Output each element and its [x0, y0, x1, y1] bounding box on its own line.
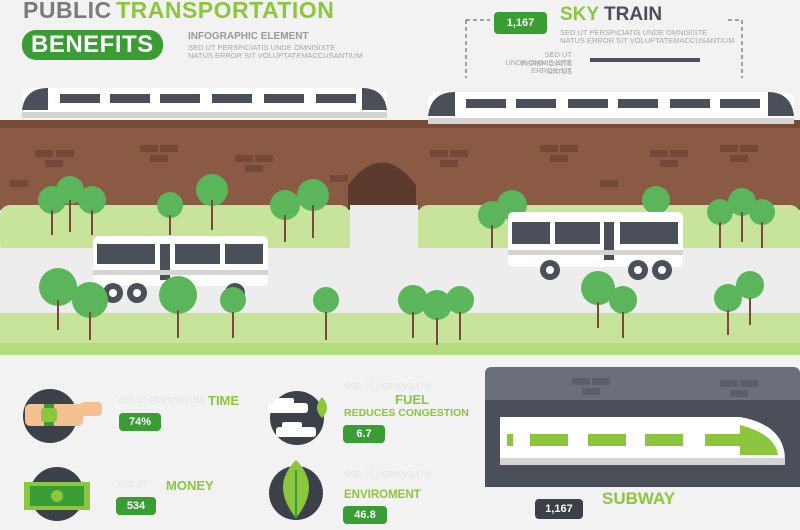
money-icon: [24, 467, 90, 521]
sky-label-part1: SKY: [560, 4, 599, 25]
title-part1: PUBLIC: [23, 0, 112, 23]
time-faint-text: SED UT PERSPICIATIS: [118, 396, 205, 405]
env-faint-text: SED UT PERSPICIATIS: [345, 470, 432, 479]
sky-train-label: SKY TRAIN: [560, 4, 662, 26]
sky-label-part2: TRAIN: [604, 4, 663, 25]
subway-label: SUBWAY: [602, 489, 676, 508]
page-title: PUBLIC TRANSPORTATION: [23, 0, 334, 24]
subway-train: [500, 417, 785, 465]
title-part2: TRANSPORTATION: [116, 0, 335, 23]
bus-right: [508, 212, 683, 280]
trees-upper: [38, 174, 775, 248]
money-label: MONEY: [166, 478, 214, 493]
header-subtitle: INFOGRAPHIC ELEMENT: [188, 31, 309, 42]
environment-value-badge: 46.8: [343, 506, 387, 524]
sky-train-value-badge: 1,167: [494, 12, 547, 34]
tunnel: [348, 162, 416, 210]
money-faint-text: SED UT: [118, 480, 148, 489]
time-value-badge: 74%: [119, 413, 161, 431]
fuel-sublabel: REDUCES CONGESTION: [344, 407, 469, 419]
fuel-label: FUEL: [395, 392, 429, 407]
sky-train-left: [22, 88, 387, 118]
sky-body-1: SED UT PERSPICIATIS UNDE OMNISISTE: [560, 28, 708, 37]
bus-left: [93, 236, 268, 303]
sky-left-3: ERROR SIT: [531, 66, 572, 75]
sky-train-frame: [465, 19, 743, 78]
money-value-badge: 534: [116, 497, 156, 515]
subway-value-badge: 1,167: [535, 499, 583, 519]
sky-left-1: SED UT PERSPICIATIS: [520, 50, 572, 68]
time-label: TIME: [208, 393, 240, 408]
benefits-badge: BENEFITS: [22, 30, 163, 60]
environment-label: ENVIROMENT: [344, 489, 421, 501]
sky-left-2: UNDE OMNIS ISTE NATUS: [505, 58, 572, 76]
trees-lower: [39, 268, 764, 345]
header-body-2: NATUS ERROR SIT VOLUPTATEMACCUSANTIUM: [188, 51, 363, 60]
sky-body-2: NATUS ERROR SIT VOLUPTATEMACCUSANTIUM: [560, 36, 735, 45]
fuel-faint-text: SED UT PERSPICIATIS: [345, 382, 432, 391]
leaf-icon: [269, 460, 323, 520]
watch-icon: [23, 389, 102, 443]
header-body-1: SED UT PERSPICIATIS UNDE OMNISISTE: [188, 43, 336, 52]
fuel-value-badge: 6.7: [343, 425, 385, 443]
sky-train-mini: [590, 58, 700, 62]
cars-icon: [268, 391, 327, 445]
sky-train-right: [428, 92, 794, 124]
